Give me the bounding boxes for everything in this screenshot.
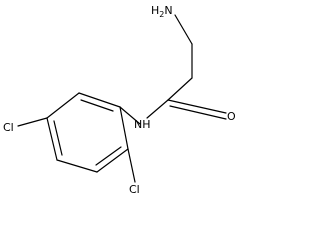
ring-bond-c4-c5 (56, 159, 98, 173)
atom-labels: H2N O NH Cl Cl (3, 4, 236, 196)
bond-lines (17, 14, 227, 183)
chlorine-ortho-label: Cl (129, 183, 140, 196)
amine-h: H (151, 4, 159, 17)
chemical-structure: H2N O NH Cl Cl (3, 4, 236, 196)
ring-bond-c3-c4 (46, 117, 58, 161)
ring-bond-c3-c4-inner (53, 120, 63, 156)
ring-bond-c1-c2-inner (80, 99, 114, 112)
amine-label: H2N (151, 4, 173, 19)
amine-subscript: 2 (159, 10, 164, 19)
ring-bond-c1-c2 (78, 92, 121, 108)
bond-carbonyl-nh (146, 99, 169, 119)
bond-nh-ring (119, 106, 141, 125)
chlorine-para-label: Cl (3, 121, 14, 134)
ring-bond-c5-c6 (96, 148, 129, 173)
bond-ch2-carbonyl (167, 77, 193, 101)
bond-ring-cl-ortho (127, 148, 136, 183)
bond-nh2-ch2 (174, 14, 193, 45)
amine-n: N (164, 4, 172, 17)
amide-nh-label: NH (134, 118, 151, 131)
bond-ring-cl-para (17, 117, 48, 127)
ring-bond-c2-c3 (46, 92, 80, 119)
oxygen-label: O (227, 110, 236, 123)
bond-carbonyl-o-1 (167, 99, 227, 114)
bond-carbonyl-o-2 (169, 105, 227, 120)
ring-bond-c5-c6-inner (95, 146, 122, 166)
ring-bond-c6-c1 (119, 106, 129, 150)
